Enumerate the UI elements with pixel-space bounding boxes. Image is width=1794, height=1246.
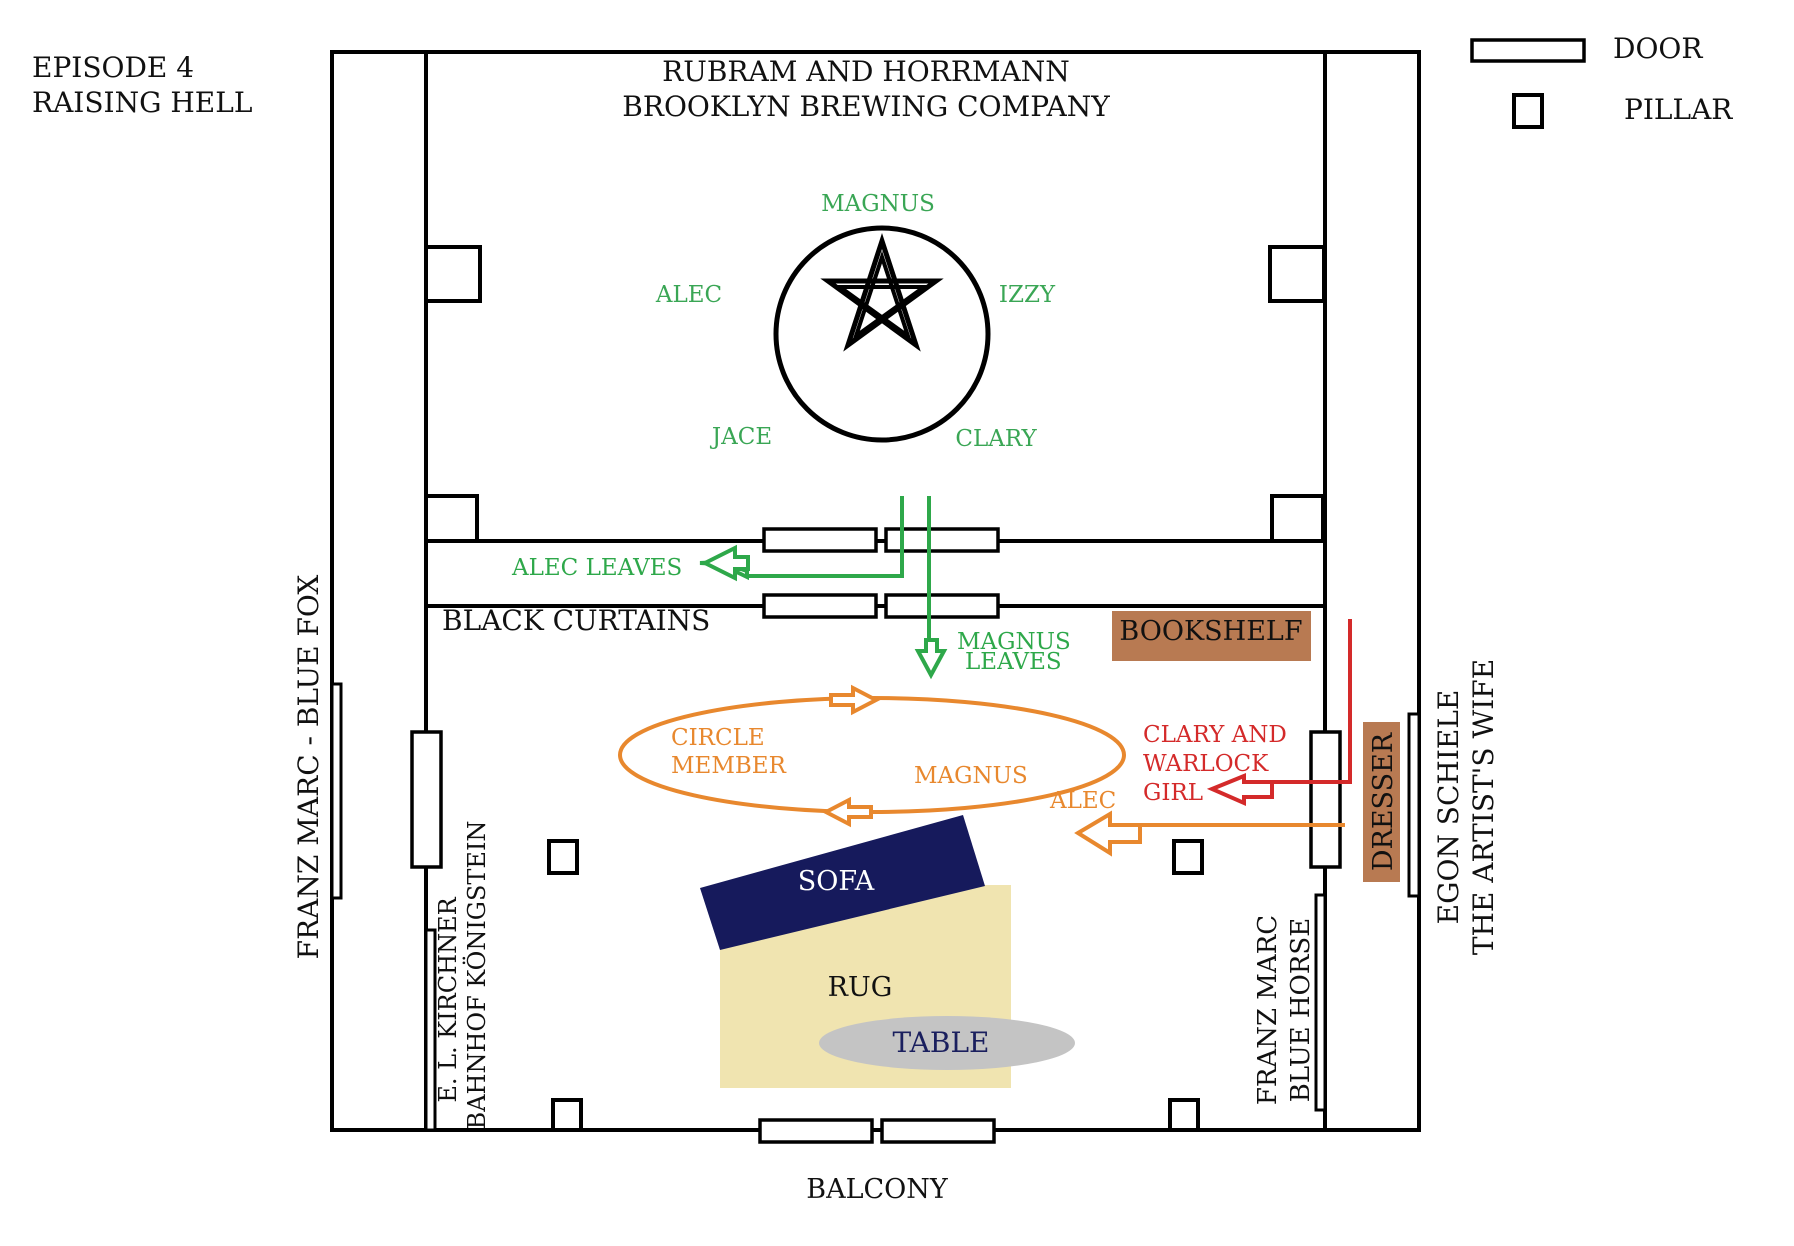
dresser-label: DRESSER [1368,732,1399,871]
ritual-izzy: IZZY [999,282,1056,308]
balcony-label: BALCONY [806,1174,949,1205]
pillar [424,494,479,543]
bookshelf [1112,611,1311,661]
outer-wall [330,50,1421,1132]
painting-kirchner-label-1: E. L. KIRCHNER [434,896,462,1102]
paintings [330,682,1421,1132]
clary-labels: CLARY AND WARLOCK GIRL [1143,722,1287,806]
circle-alec-label: ALEC [1049,788,1116,814]
venue-name-line1: RUBRAM AND HORRMANN [662,55,1070,88]
venue-name-line2: BROOKLYN BREWING COMPANY [622,90,1110,123]
dresser [1363,722,1400,882]
door [1309,730,1342,869]
legend-pillar-label: PILLAR [1624,93,1733,126]
circle-member-label-1: CIRCLE [671,725,765,751]
ritual-alec: ALEC [655,282,722,308]
doors [410,527,1342,1144]
painting-schiele [1407,712,1421,898]
door [410,730,443,869]
clary-label-line3: GIRL [1143,780,1203,806]
circle-member-label-2: MEMBER [671,753,787,779]
alec-leaves-label: ALEC LEAVES [511,555,682,581]
table [819,1016,1075,1070]
clary-label-line2: WARLOCK [1143,751,1269,777]
door [762,527,878,553]
circle-arrows [821,684,881,828]
episode-number: EPISODE 4 [32,51,194,84]
clary-label-line1: CLARY AND [1143,722,1287,748]
pillar [547,839,579,875]
sofa [700,815,985,950]
table-label: TABLE [893,1026,990,1059]
legend: DOOR PILLAR [1470,32,1733,129]
legend-door-icon [1470,38,1586,63]
door [762,593,878,619]
alec-path-line [747,496,904,578]
pillar [1268,245,1326,303]
clary-arrow-icon [1206,773,1274,807]
painting-schiele-label-2: THE ARTIST'S WIFE [1467,659,1500,955]
painting-kirchner [424,928,437,1132]
pentagram-symbol [773,225,991,443]
pillar [424,245,482,303]
sofa-label: SOFA [798,866,875,897]
door [880,1118,996,1144]
magnus-leaves-label-2: LEAVES [965,649,1062,675]
alec-arrow [700,544,750,582]
pillar [551,1098,583,1132]
ritual-jace: JACE [710,424,772,450]
painting-blue-horse [1314,893,1327,1112]
black-curtains-label: BLACK CURTAINS [442,604,710,637]
magnus-leaves-label-1: MAGNUS [957,629,1071,655]
door [758,1118,874,1144]
painting-blue-fox [330,682,343,900]
painting-kirchner-label-2: BAHNHOF KÖNIGSTEIN [462,821,491,1130]
magnus-arrow [914,638,948,680]
ritual-participants: MAGNUS ALEC IZZY JACE CLARY [655,191,1056,452]
rug-label: RUG [828,972,893,1003]
ritual-circle [773,225,991,443]
pillar [1168,1098,1200,1132]
pillars [424,245,1326,1132]
legend-door-label: DOOR [1613,32,1703,65]
left-arrow-icon [700,544,750,582]
legend-pillar-icon [1512,93,1544,129]
painting-blue-horse-label-2: BLUE HORSE [1286,918,1316,1102]
painting-schiele-label-1: EGON SCHIELE [1432,690,1465,925]
left-arrow-icon [821,796,873,828]
bookshelf-label: BOOKSHELF [1119,616,1302,647]
down-arrow-icon [914,638,948,680]
ritual-clary: CLARY [955,426,1037,452]
ritual-magnus: MAGNUS [821,191,935,217]
pillar [1270,494,1325,543]
circle-magnus-label: MAGNUS [914,763,1028,789]
episode-title: RAISING HELL [32,86,252,119]
door [884,527,1000,553]
circle-labels: CIRCLE MEMBER MAGNUS ALEC [671,725,1116,814]
pillar [1172,839,1204,875]
right-arrow-icon [829,684,881,716]
door [884,593,1000,619]
pentagram-star [820,232,944,352]
alec-entry-arrow-icon [1074,810,1142,857]
painting-blue-horse-label-1: FRANZ MARC [1253,915,1283,1105]
painting-blue-fox-label: FRANZ MARC - BLUE FOX [292,575,325,960]
clary-path-line [1272,619,1352,784]
